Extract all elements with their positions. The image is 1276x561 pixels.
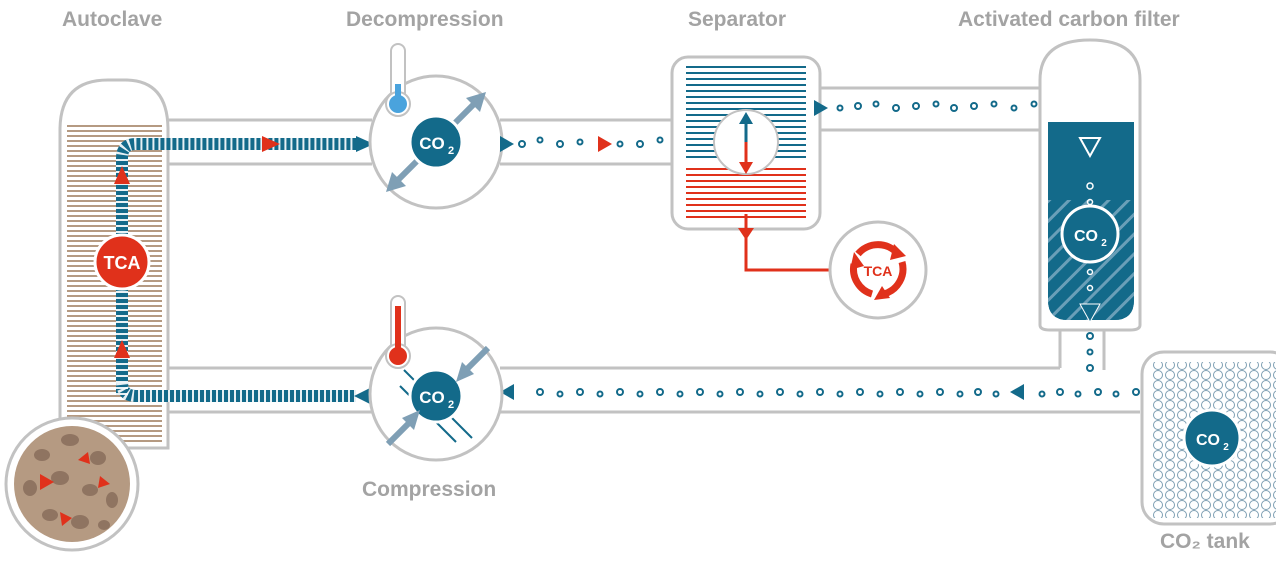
- co2-tank-molecule-label: CO: [1196, 432, 1220, 449]
- decompression-vessel: CO 2: [368, 43, 504, 210]
- cork-granules: [4, 416, 140, 552]
- svg-text:2: 2: [1223, 442, 1229, 453]
- tca-recycle-label: TCA: [864, 263, 893, 279]
- co2-tank: CO 2: [1140, 350, 1276, 526]
- co2-tank-label: CO₂ tank: [1160, 530, 1250, 553]
- autoclave-label: Autoclave: [62, 8, 163, 31]
- co2-bubble-stream-bottom: [500, 384, 1140, 400]
- carbon-filter-label: Activated carbon filter: [958, 8, 1180, 31]
- compression-vessel: CO 2: [368, 295, 504, 462]
- decompression-label: Decompression: [346, 8, 504, 31]
- svg-text:2: 2: [1101, 238, 1107, 249]
- svg-text:2: 2: [448, 399, 454, 411]
- pipe-outline: [166, 86, 1140, 414]
- separator-label: Separator: [688, 8, 787, 31]
- separator-vessel: [670, 55, 822, 231]
- tca-autoclave-label: TCA: [104, 253, 141, 273]
- tca-drain-line: [738, 214, 830, 272]
- svg-text:2: 2: [448, 145, 454, 157]
- co2-filter-label: CO: [1074, 228, 1098, 245]
- co2-decompression-label: CO: [419, 134, 445, 153]
- co2-bubble-stream-down: [1086, 332, 1094, 372]
- tca-recycle: TCA: [828, 220, 928, 320]
- tca-autoclave-molecule: TCA: [93, 233, 151, 291]
- autoclave-flow-line: [114, 136, 374, 404]
- compression-label: Compression: [362, 478, 497, 501]
- carbon-filter-vessel: CO 2: [1038, 38, 1142, 332]
- co2-bubble-stream-top: [500, 136, 664, 152]
- co2-compression-label: CO: [419, 388, 445, 407]
